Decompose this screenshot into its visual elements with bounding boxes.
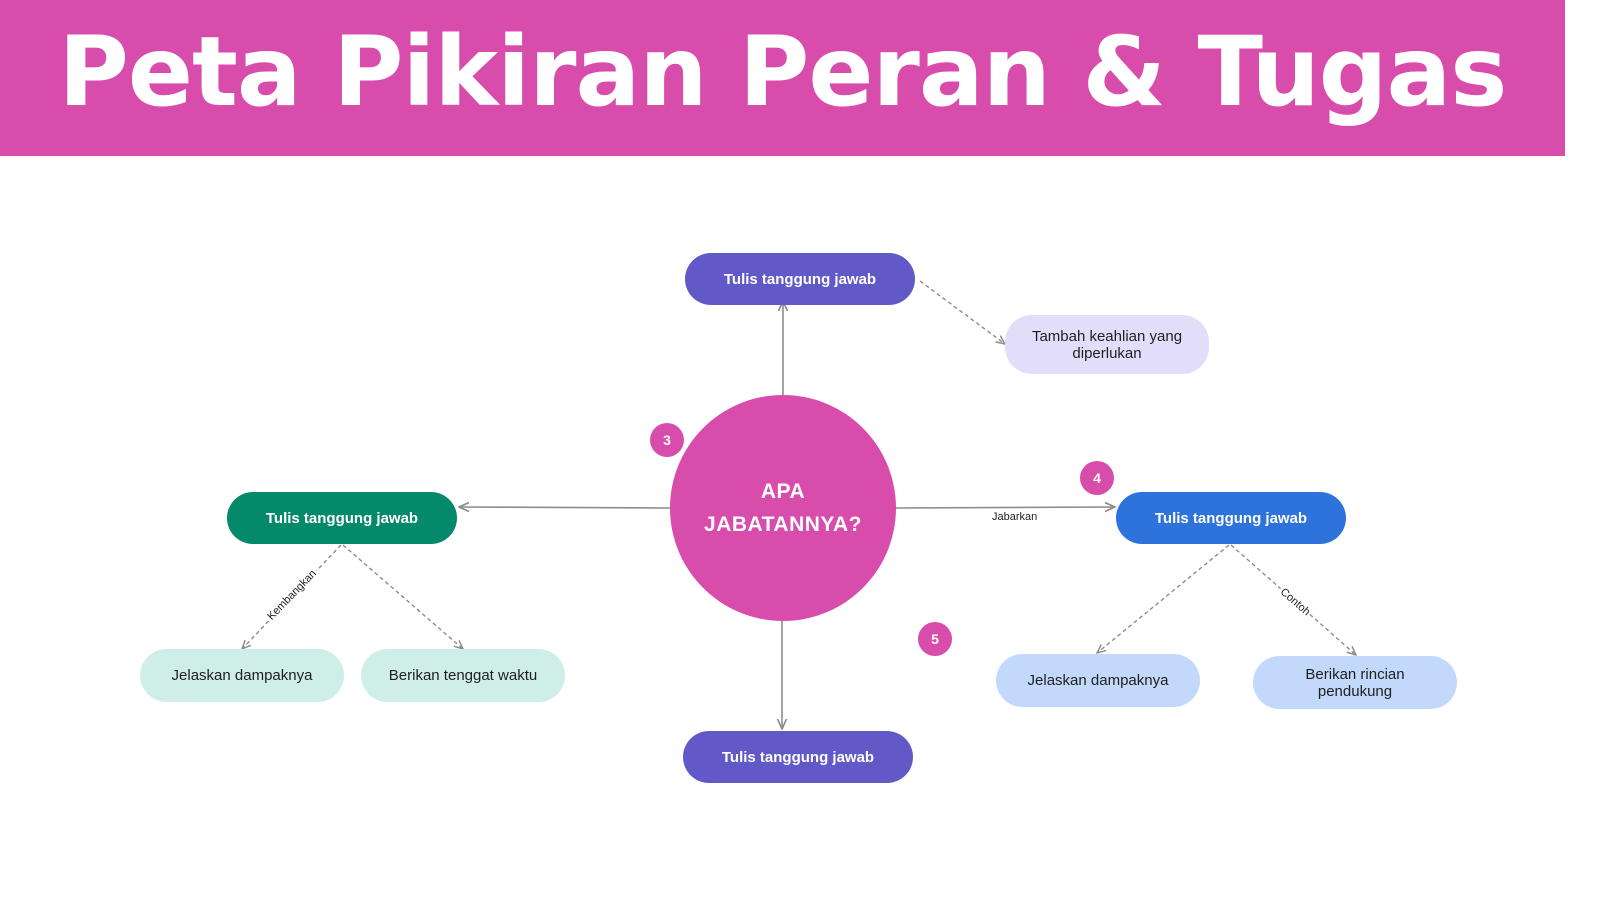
node-bottom[interactable]: Tulis tanggung jawab — [683, 731, 913, 783]
node-top-child[interactable]: Tambah keahlian yang diperlukan — [1005, 315, 1209, 374]
badge-5: 5 — [918, 622, 952, 656]
node-left[interactable]: Tulis tanggung jawab — [227, 492, 457, 544]
node-top[interactable]: Tulis tanggung jawab — [685, 253, 915, 305]
page-title: Peta Pikiran Peran & Tugas — [58, 16, 1508, 128]
badge-3: 3 — [650, 423, 684, 457]
node-bottom-label: Tulis tanggung jawab — [721, 748, 875, 766]
node-right-child-1[interactable]: Jelaskan dampaknya — [996, 654, 1200, 707]
edge-center-left — [459, 507, 671, 508]
node-right[interactable]: Tulis tanggung jawab — [1116, 492, 1346, 544]
center-node[interactable]: APA JABATANNYA? — [670, 395, 896, 621]
node-left-child-2-label: Berikan tenggat waktu — [388, 667, 538, 684]
center-node-label: APA JABATANNYA? — [704, 480, 862, 536]
header-banner: Peta Pikiran Peran & Tugas — [0, 0, 1565, 156]
edge-left-child-2 — [342, 544, 463, 649]
edge-right-child-1 — [1097, 544, 1230, 653]
node-top-child-label: Tambah keahlian yang diperlukan — [1031, 327, 1183, 362]
node-left-label: Tulis tanggung jawab — [265, 509, 419, 527]
badge-4: 4 — [1080, 461, 1114, 495]
edge-top-child — [919, 280, 1005, 344]
node-right-child-2[interactable]: Berikan rincian pendukung — [1253, 656, 1457, 709]
node-left-child-1[interactable]: Jelaskan dampaknya — [140, 649, 344, 702]
node-right-child-1-label: Jelaskan dampaknya — [1027, 672, 1169, 689]
node-right-child-2-label: Berikan rincian pendukung — [1305, 665, 1405, 700]
node-top-label: Tulis tanggung jawab — [723, 270, 877, 288]
node-left-child-1-label: Jelaskan dampaknya — [171, 667, 313, 684]
node-left-child-2[interactable]: Berikan tenggat waktu — [361, 649, 565, 702]
edge-center-right — [895, 507, 1115, 508]
node-right-label: Tulis tanggung jawab — [1154, 509, 1308, 527]
edge-label-jabarkan: Jabarkan — [990, 511, 1040, 524]
